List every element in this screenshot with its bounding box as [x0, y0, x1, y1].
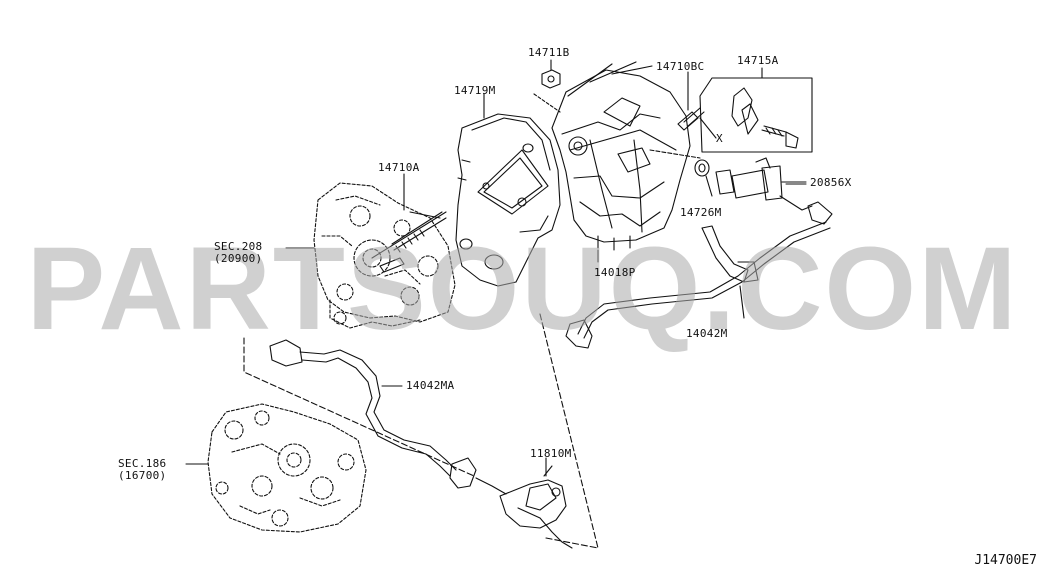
kit-14715a — [699, 77, 813, 153]
sec-label-208[interactable]: SEC.208 — [214, 240, 263, 253]
stud-14710a — [371, 211, 447, 273]
bolt-14710bc — [649, 71, 717, 159]
diagram-id: J14700E7 — [974, 553, 1037, 568]
washer-14726m — [694, 159, 713, 197]
part-label-14726m[interactable]: 14726M — [680, 206, 722, 219]
sec186-assembly — [207, 403, 367, 533]
part-label-14715a[interactable]: 14715A — [737, 54, 779, 67]
sec-label-186[interactable]: SEC.186 — [118, 457, 167, 470]
sec208-assembly — [313, 182, 456, 329]
lower-frame — [243, 313, 599, 549]
part-label-20856x[interactable]: 20856X — [810, 176, 852, 189]
leader-lines — [185, 67, 807, 477]
sec-ref-16700: (16700) — [118, 469, 167, 482]
sec-ref-20900: (20900) — [214, 252, 263, 265]
part-label-14018p[interactable]: 14018P — [594, 266, 636, 279]
nut-14711b — [541, 59, 561, 89]
harness-14042m — [565, 201, 833, 349]
part-label-14710a[interactable]: 14710A — [378, 161, 420, 174]
bracket-14018p — [533, 61, 691, 251]
part-label-14042ma[interactable]: 14042MA — [406, 379, 455, 392]
sensor-11810m — [499, 465, 573, 549]
part-label-14710bc[interactable]: 14710BC — [656, 60, 705, 73]
part-label-14711b[interactable]: 14711B — [528, 46, 570, 59]
part-label-11810m[interactable]: 11810M — [530, 447, 572, 460]
part-label-x: X — [716, 132, 723, 145]
harness-14042ma — [269, 339, 507, 495]
heat-insulator-14719m — [455, 113, 561, 287]
part-label-14042m[interactable]: 14042M — [686, 327, 728, 340]
part-label-14719m[interactable]: 14719M — [454, 84, 496, 97]
